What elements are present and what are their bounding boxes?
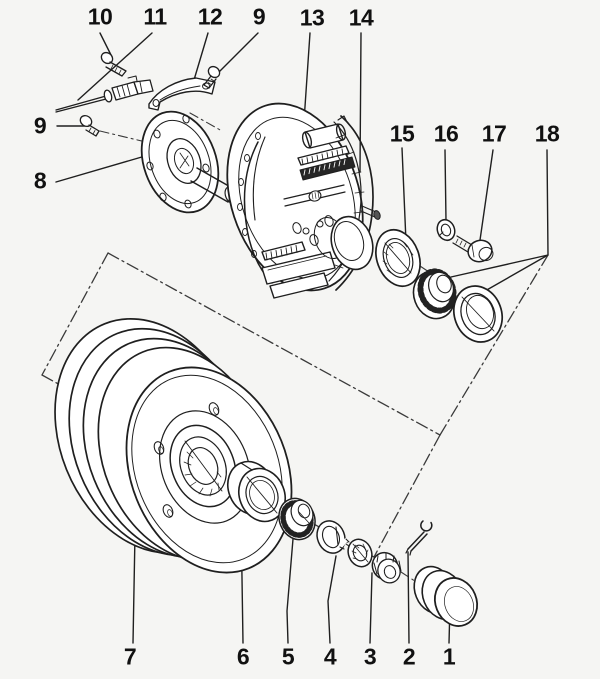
leader-4 bbox=[327, 555, 337, 644]
shoe-label-strip bbox=[299, 156, 356, 181]
leader-7 bbox=[132, 533, 136, 644]
sensor-bracket bbox=[148, 77, 216, 111]
bolt-9-top bbox=[203, 65, 221, 89]
leader-9-top bbox=[213, 32, 259, 78]
part-label-9-top: 9 bbox=[252, 3, 266, 30]
bolt-10 bbox=[100, 51, 127, 77]
leader-5 bbox=[286, 538, 294, 644]
upper-return-spring bbox=[297, 145, 350, 166]
part-label-12: 12 bbox=[197, 3, 223, 30]
inner-taper-bearing bbox=[412, 268, 457, 320]
part-label-5: 5 bbox=[281, 643, 295, 670]
castellated-nut bbox=[371, 551, 402, 584]
leader-11 bbox=[77, 32, 153, 101]
leader-18 bbox=[450, 149, 549, 292]
part-label-11: 11 bbox=[143, 3, 167, 30]
thrust-washer bbox=[316, 520, 350, 554]
part-label-15: 15 bbox=[389, 120, 415, 147]
hub-bore bbox=[169, 424, 237, 508]
leader-2 bbox=[407, 551, 410, 644]
bolt-9-left bbox=[79, 115, 100, 137]
part-label-14: 14 bbox=[348, 4, 374, 31]
cotter-pin bbox=[405, 520, 433, 556]
wheel-bolt-holes bbox=[153, 402, 220, 518]
bearing-race bbox=[453, 285, 503, 343]
shoe-anchor bbox=[261, 251, 336, 299]
abs-sensor bbox=[55, 75, 154, 113]
part-label-17: 17 bbox=[481, 120, 507, 147]
part-label-9-left: 9 bbox=[33, 112, 47, 139]
adjuster-bar bbox=[283, 184, 346, 207]
outer-taper-bearing bbox=[278, 497, 316, 541]
leader-3 bbox=[369, 572, 373, 644]
nut-washer bbox=[347, 538, 373, 568]
part-label-4: 4 bbox=[323, 643, 337, 670]
plate-stud bbox=[360, 205, 381, 220]
backing-plate-assembly bbox=[226, 102, 381, 299]
part-label-6: 6 bbox=[236, 643, 250, 670]
leader-14 bbox=[359, 32, 362, 173]
wheel-cylinder bbox=[301, 115, 348, 149]
part-label-8: 8 bbox=[33, 167, 47, 194]
part-label-16: 16 bbox=[433, 120, 459, 147]
leader-15 bbox=[401, 147, 407, 243]
lower-return-spring bbox=[261, 241, 306, 261]
part-label-1: 1 bbox=[442, 643, 456, 670]
outer-race-ring bbox=[227, 460, 286, 523]
leader-10 bbox=[99, 32, 113, 58]
stub-axle bbox=[140, 110, 252, 214]
part-label-7: 7 bbox=[123, 643, 137, 670]
part-label-3: 3 bbox=[363, 643, 377, 670]
flange-holes bbox=[146, 114, 210, 209]
part-label-2: 2 bbox=[402, 643, 416, 670]
dust-cap bbox=[413, 565, 479, 627]
lock-washer bbox=[436, 218, 456, 242]
part-label-18: 18 bbox=[534, 120, 560, 147]
leader-16 bbox=[444, 149, 447, 222]
part-label-13: 13 bbox=[299, 4, 325, 31]
plate-web-holes bbox=[292, 215, 334, 246]
leader-17 bbox=[478, 149, 494, 248]
part-label-10: 10 bbox=[87, 3, 113, 30]
seal-ring bbox=[375, 228, 421, 288]
hub-bolt bbox=[452, 235, 494, 263]
brake-drum bbox=[54, 318, 293, 574]
